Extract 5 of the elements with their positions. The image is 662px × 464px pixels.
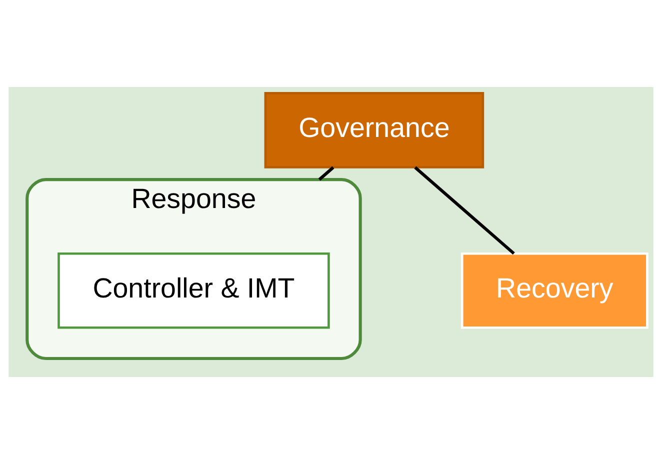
node-box: Governance (264, 92, 484, 168)
connector (318, 166, 334, 181)
node-box: Recovery (460, 252, 648, 329)
node-box: Controller & IMT (58, 252, 330, 329)
connector (414, 166, 515, 255)
